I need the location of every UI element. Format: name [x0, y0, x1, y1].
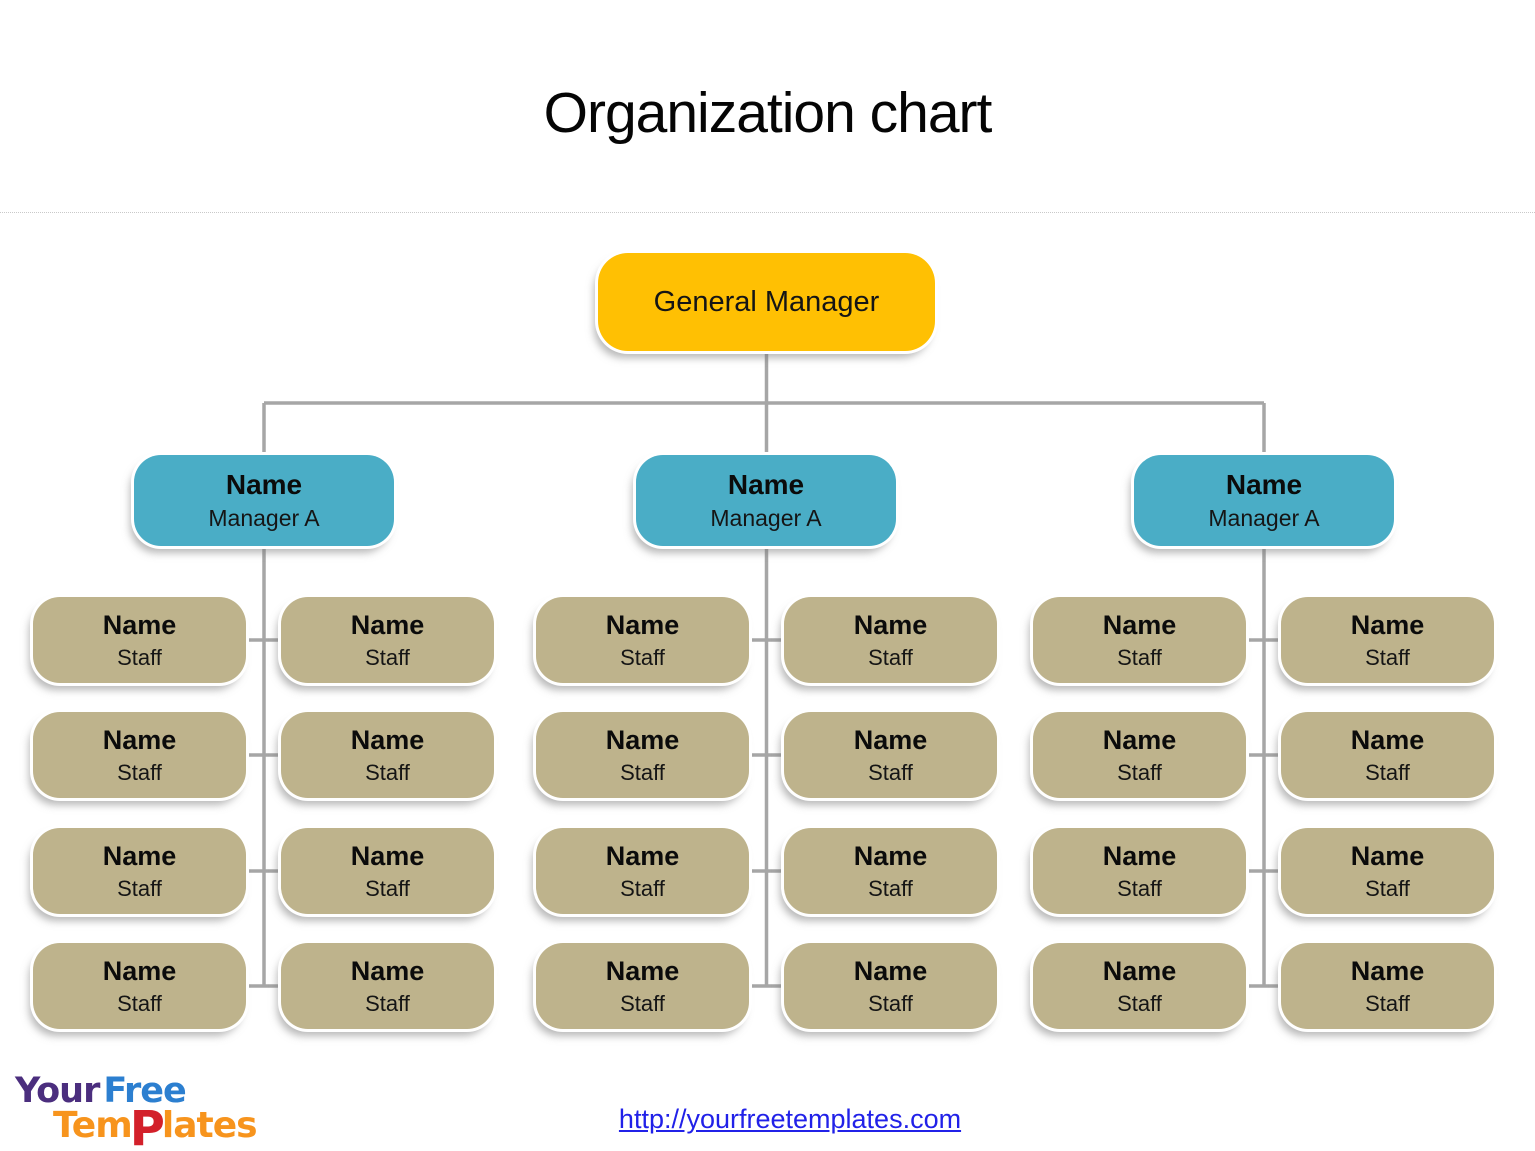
logo-word-your: Your: [15, 1071, 100, 1111]
page-title: Organization chart: [543, 81, 993, 145]
staff-role: Staff: [117, 990, 162, 1016]
manager-name: Name: [1225, 468, 1303, 500]
staff-role: Staff: [868, 759, 913, 785]
org-node-staff: Name Staff: [784, 943, 997, 1029]
staff-role: Staff: [1365, 759, 1410, 785]
org-node-manager-1: Name Manager A: [134, 455, 394, 546]
staff-role: Staff: [365, 875, 410, 901]
org-node-staff: Name Staff: [1281, 597, 1494, 683]
logo-word-tem: Tem: [53, 1105, 133, 1146]
staff-name: Name: [1102, 609, 1177, 640]
staff-role: Staff: [620, 990, 665, 1016]
org-node-staff: Name Staff: [536, 828, 749, 914]
staff-name: Name: [350, 724, 425, 755]
staff-name: Name: [1102, 724, 1177, 755]
staff-role: Staff: [1117, 644, 1162, 670]
org-node-staff: Name Staff: [1281, 943, 1494, 1029]
staff-role: Staff: [1117, 759, 1162, 785]
manager-name: Name: [225, 468, 303, 500]
staff-name: Name: [853, 840, 928, 871]
org-node-staff: Name Staff: [1281, 828, 1494, 914]
staff-role: Staff: [365, 759, 410, 785]
logo-line-2: TemPlates: [53, 1105, 258, 1151]
staff-role: Staff: [365, 644, 410, 670]
org-node-staff: Name Staff: [33, 943, 246, 1029]
staff-role: Staff: [868, 990, 913, 1016]
org-node-staff: Name Staff: [1033, 943, 1246, 1029]
logo-word-free: Free: [103, 1071, 186, 1111]
staff-name: Name: [853, 724, 928, 755]
org-node-staff: Name Staff: [784, 828, 997, 914]
yourfreetemplates-link[interactable]: http://yourfreetemplates.com: [618, 1104, 962, 1134]
org-node-staff: Name Staff: [1033, 597, 1246, 683]
staff-name: Name: [350, 840, 425, 871]
logo-word-lates: lates: [161, 1105, 258, 1146]
staff-name: Name: [605, 724, 680, 755]
staff-name: Name: [102, 955, 177, 986]
staff-name: Name: [1102, 955, 1177, 986]
staff-name: Name: [102, 724, 177, 755]
org-node-staff: Name Staff: [536, 597, 749, 683]
title-divider-line: [0, 212, 1535, 213]
staff-role: Staff: [1365, 644, 1410, 670]
org-node-staff: Name Staff: [1033, 828, 1246, 914]
staff-role: Staff: [620, 759, 665, 785]
org-node-staff: Name Staff: [1281, 712, 1494, 798]
staff-name: Name: [605, 840, 680, 871]
staff-role: Staff: [1117, 875, 1162, 901]
org-node-staff: Name Staff: [33, 597, 246, 683]
staff-name: Name: [350, 609, 425, 640]
org-node-staff: Name Staff: [33, 828, 246, 914]
staff-role: Staff: [620, 875, 665, 901]
org-node-manager-3: Name Manager A: [1134, 455, 1394, 546]
root-label: General Manager: [653, 285, 880, 318]
staff-name: Name: [1102, 840, 1177, 871]
staff-role: Staff: [117, 644, 162, 670]
staff-name: Name: [350, 955, 425, 986]
staff-name: Name: [605, 609, 680, 640]
staff-role: Staff: [1365, 875, 1410, 901]
org-node-staff: Name Staff: [281, 943, 494, 1029]
staff-role: Staff: [1365, 990, 1410, 1016]
org-node-staff: Name Staff: [33, 712, 246, 798]
org-node-staff: Name Staff: [536, 943, 749, 1029]
staff-name: Name: [1350, 840, 1425, 871]
staff-role: Staff: [117, 875, 162, 901]
org-node-staff: Name Staff: [784, 712, 997, 798]
manager-name: Name: [727, 468, 805, 500]
org-node-staff: Name Staff: [784, 597, 997, 683]
staff-name: Name: [1350, 724, 1425, 755]
org-node-general-manager: General Manager: [598, 253, 935, 351]
staff-name: Name: [605, 955, 680, 986]
org-node-manager-2: Name Manager A: [636, 455, 896, 546]
staff-role: Staff: [1117, 990, 1162, 1016]
manager-role: Manager A: [1208, 505, 1320, 532]
staff-name: Name: [853, 955, 928, 986]
staff-role: Staff: [868, 644, 913, 670]
staff-name: Name: [1350, 955, 1425, 986]
org-node-staff: Name Staff: [281, 828, 494, 914]
staff-name: Name: [102, 840, 177, 871]
staff-role: Staff: [365, 990, 410, 1016]
manager-role: Manager A: [208, 505, 320, 532]
staff-name: Name: [102, 609, 177, 640]
staff-name: Name: [1350, 609, 1425, 640]
staff-name: Name: [853, 609, 928, 640]
org-node-staff: Name Staff: [536, 712, 749, 798]
staff-role: Staff: [868, 875, 913, 901]
staff-role: Staff: [620, 644, 665, 670]
org-node-staff: Name Staff: [281, 712, 494, 798]
logo-letter-p: P: [129, 1101, 165, 1151]
staff-role: Staff: [117, 759, 162, 785]
org-node-staff: Name Staff: [1033, 712, 1246, 798]
org-node-staff: Name Staff: [281, 597, 494, 683]
manager-role: Manager A: [710, 505, 822, 532]
